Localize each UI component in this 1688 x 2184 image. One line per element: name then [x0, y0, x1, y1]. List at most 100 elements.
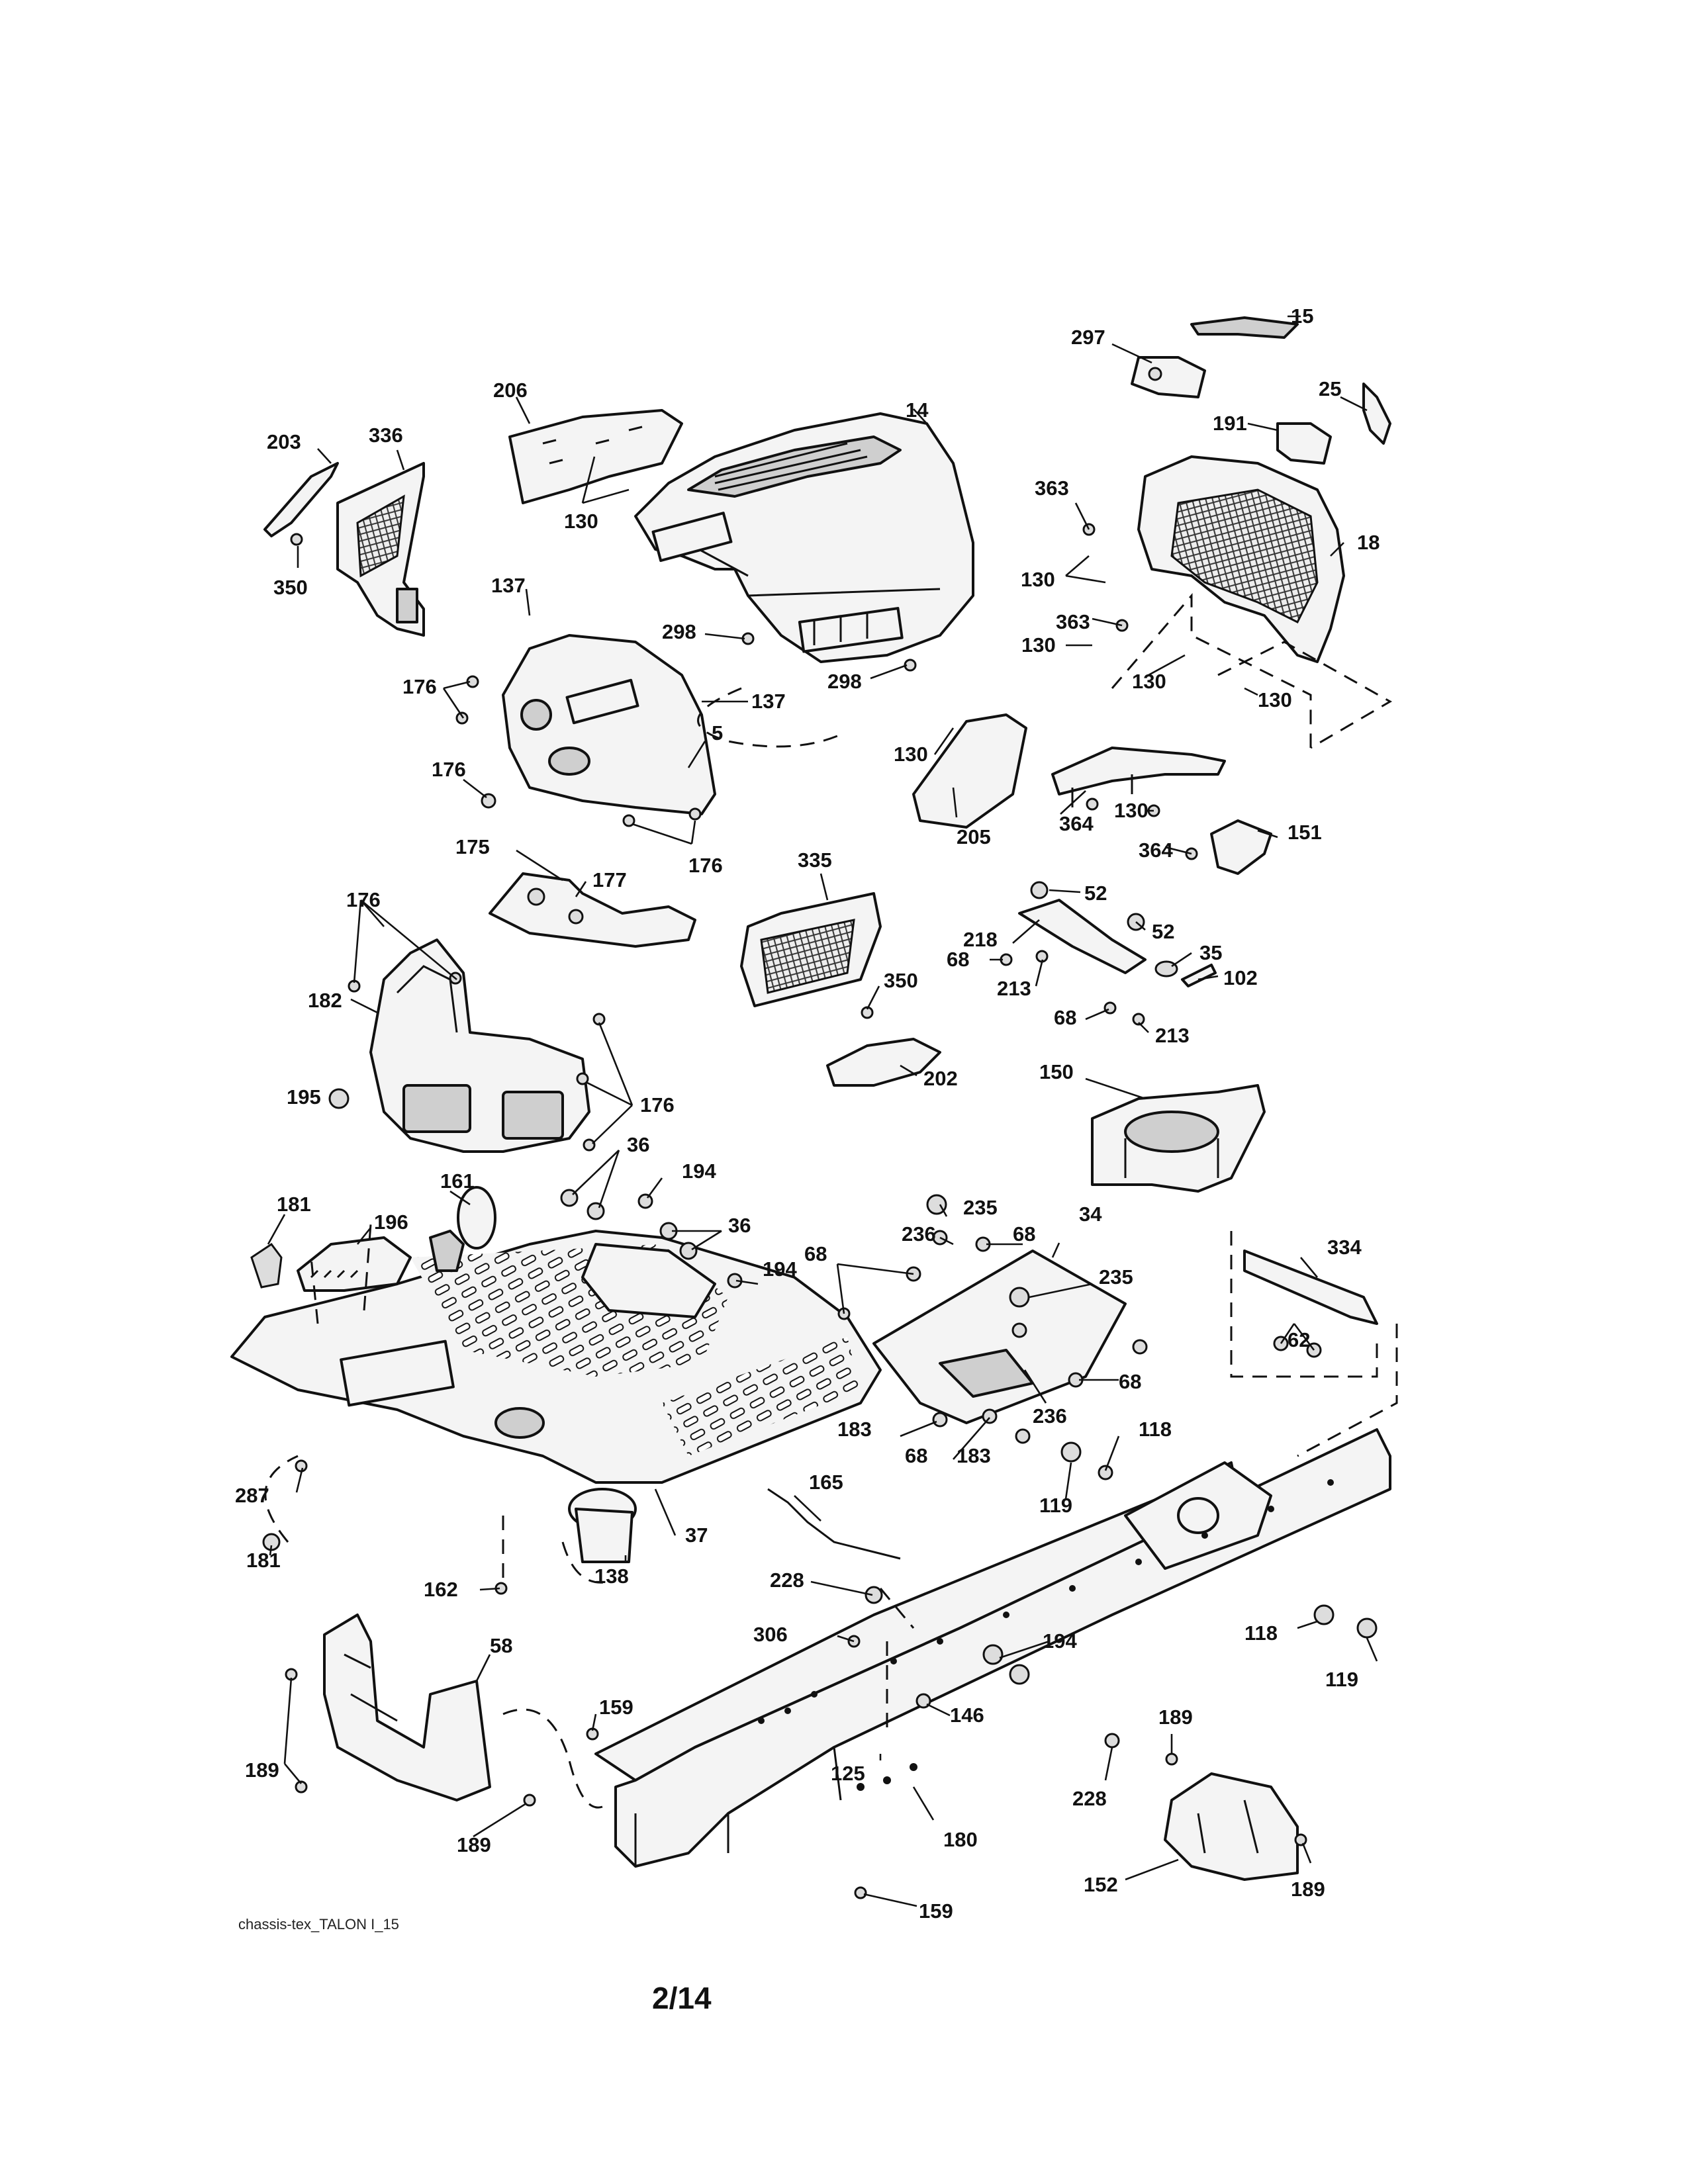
- callout: 235: [963, 1196, 998, 1219]
- callout: 334: [1327, 1236, 1362, 1259]
- callout: 15: [1291, 304, 1313, 328]
- callout: 159: [599, 1696, 633, 1719]
- callout: 203: [267, 430, 301, 453]
- callout: 194: [1043, 1629, 1077, 1653]
- callout: 130: [894, 743, 928, 766]
- callout: 25: [1319, 377, 1341, 400]
- callout: 350: [884, 969, 918, 992]
- callout: 235: [1099, 1265, 1133, 1289]
- callout: 37: [685, 1524, 708, 1547]
- callout: 350: [273, 576, 308, 599]
- callout: 130: [1132, 670, 1166, 693]
- callout: 191: [1213, 412, 1247, 435]
- callout: 287: [235, 1484, 269, 1507]
- callout: 34: [1079, 1203, 1102, 1226]
- callout: 5: [712, 721, 723, 745]
- fuel-tank-part-150: [1091, 1084, 1266, 1193]
- callout: 130: [1021, 633, 1056, 657]
- callout-labels: 15 297 25 191 14 206 203 336 130 350 36 3…: [235, 304, 1380, 1923]
- callout: 194: [682, 1160, 716, 1183]
- callout: 152: [1084, 1873, 1118, 1896]
- callout: 176: [688, 854, 723, 877]
- callout: 18: [1357, 531, 1380, 554]
- callout: 364: [1139, 839, 1173, 862]
- frame-part-180: [594, 1428, 1391, 1868]
- callout: 336: [369, 424, 403, 447]
- callout: 202: [923, 1067, 958, 1090]
- callout: 189: [245, 1758, 279, 1782]
- callout: 236: [902, 1222, 936, 1246]
- callout: 52: [1152, 920, 1174, 943]
- callout: 151: [1288, 821, 1322, 844]
- callout: 335: [798, 848, 832, 872]
- callout: 35: [1199, 941, 1222, 964]
- callout: 180: [943, 1828, 978, 1851]
- callout: 58: [490, 1634, 512, 1657]
- callout: 159: [919, 1899, 953, 1923]
- bracket-part-151: [1210, 819, 1272, 875]
- callout: 177: [592, 868, 627, 891]
- callout: 189: [1291, 1878, 1325, 1901]
- callout: 36: [627, 1133, 649, 1156]
- callout: 130: [1021, 568, 1055, 591]
- callout: 183: [837, 1418, 872, 1441]
- callout: 118: [1244, 1621, 1278, 1645]
- side-panel-part-336: [336, 462, 425, 637]
- callout: 146: [950, 1704, 984, 1727]
- callout: 183: [957, 1444, 991, 1467]
- callout: 228: [770, 1569, 804, 1592]
- callout: 306: [753, 1623, 788, 1646]
- callout: 189: [1158, 1706, 1193, 1729]
- cover-part-196: [297, 1236, 412, 1292]
- callout: 181: [277, 1193, 311, 1216]
- callout: 36: [728, 1214, 751, 1237]
- callout: 189: [457, 1833, 491, 1856]
- callout: 196: [374, 1210, 408, 1234]
- bracket-part-203: [263, 462, 339, 537]
- callout: 68: [905, 1444, 927, 1467]
- callout: 206: [493, 379, 528, 402]
- callout: 119: [1039, 1494, 1072, 1517]
- callout: 14: [906, 398, 929, 422]
- callout: 161: [440, 1169, 475, 1193]
- callout: 297: [1071, 326, 1105, 349]
- assembly-dashed-lines: [264, 592, 1398, 1809]
- callout: 68: [1119, 1370, 1141, 1393]
- side-panel-part-205: [912, 713, 1027, 829]
- callout: 125: [831, 1762, 865, 1785]
- callout: 175: [455, 835, 490, 858]
- callout: 228: [1072, 1787, 1107, 1810]
- callout: 176: [432, 758, 466, 781]
- light-part-191: [1276, 422, 1332, 465]
- callout: 62: [1288, 1328, 1310, 1351]
- callout: 298: [827, 670, 862, 693]
- callout: 364: [1059, 812, 1094, 835]
- callout: 194: [763, 1257, 797, 1281]
- callout: 68: [1013, 1222, 1035, 1246]
- steering-bracket-part-218: [1018, 881, 1217, 987]
- callout: 68: [1054, 1006, 1076, 1029]
- page-number: 2/14: [652, 1981, 712, 2015]
- dash-part-5: [502, 634, 716, 815]
- callout: 119: [1325, 1668, 1358, 1691]
- lens-part-15: [1190, 316, 1299, 339]
- callout: 176: [346, 888, 381, 911]
- cap-part-195: [328, 1088, 350, 1109]
- callout: 165: [809, 1471, 843, 1494]
- callout: 130: [1114, 799, 1149, 822]
- callout: 176: [640, 1093, 675, 1116]
- screw-350-a: [290, 533, 303, 546]
- callout: 195: [287, 1085, 321, 1109]
- light-part-297: [1131, 356, 1206, 398]
- callout: 150: [1039, 1060, 1074, 1083]
- callout: 118: [1139, 1418, 1172, 1441]
- shroud-bracket-part-206: [508, 409, 683, 504]
- seat-plate-part-34: [872, 1250, 1127, 1424]
- link-part-165: [767, 1488, 901, 1560]
- callout: 68: [804, 1242, 827, 1265]
- callout: 138: [594, 1565, 629, 1588]
- callout: 137: [751, 690, 786, 713]
- hood-part-14: [634, 412, 974, 663]
- bracket-part-334: [1243, 1250, 1378, 1325]
